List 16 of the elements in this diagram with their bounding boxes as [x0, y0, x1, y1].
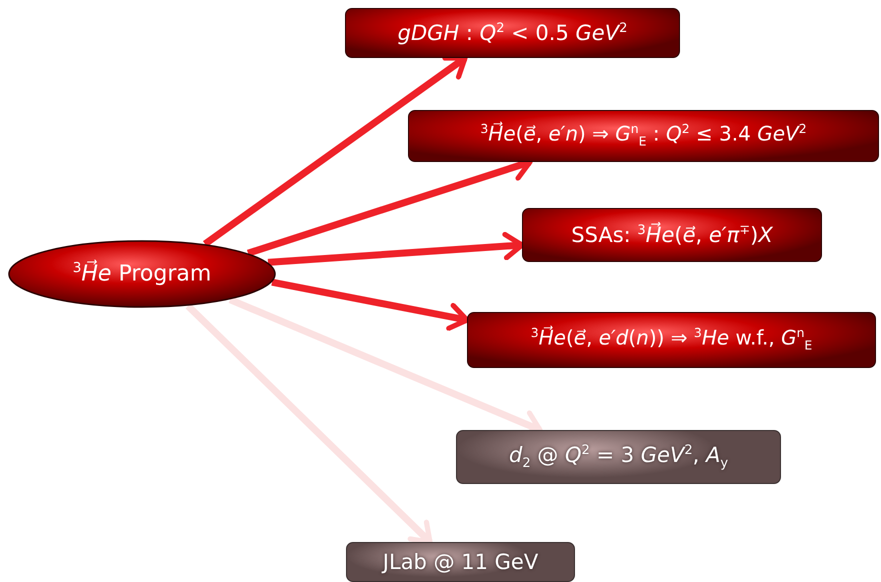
- topic-box: [456, 430, 781, 484]
- node-label: $^{3}$H⃗e Program: [72, 262, 212, 286]
- topic-box: [467, 312, 876, 368]
- node-label: $^{3}$H⃗e(e⃗, e′n) ⇒ G$^{n}$$_{E}$ : Q$^{2}$ ≤ 3.4 GeV$^{2}$: [480, 123, 807, 149]
- topic-ellipse: [8, 240, 276, 308]
- topic-box: [522, 208, 822, 262]
- topic-box: [346, 542, 575, 582]
- node-label: gDGH : Q$^{2}$ < 0.5 GeV$^{2}$: [398, 22, 628, 44]
- topic-box: [408, 110, 879, 162]
- arrow: [202, 55, 468, 247]
- node-label: SSAs: $^{3}$H⃗e(e⃗, e′π$^{∓}$)X: [571, 224, 773, 246]
- node-label: JLab @ 11 GeV: [382, 552, 538, 572]
- arrow: [186, 303, 433, 545]
- arrow: [271, 278, 470, 331]
- node-label: d$_{2}$ @ Q$^{2}$ = 3 GeV$^{2}$, A$_{y}$: [508, 444, 728, 470]
- topic-box: [345, 8, 680, 58]
